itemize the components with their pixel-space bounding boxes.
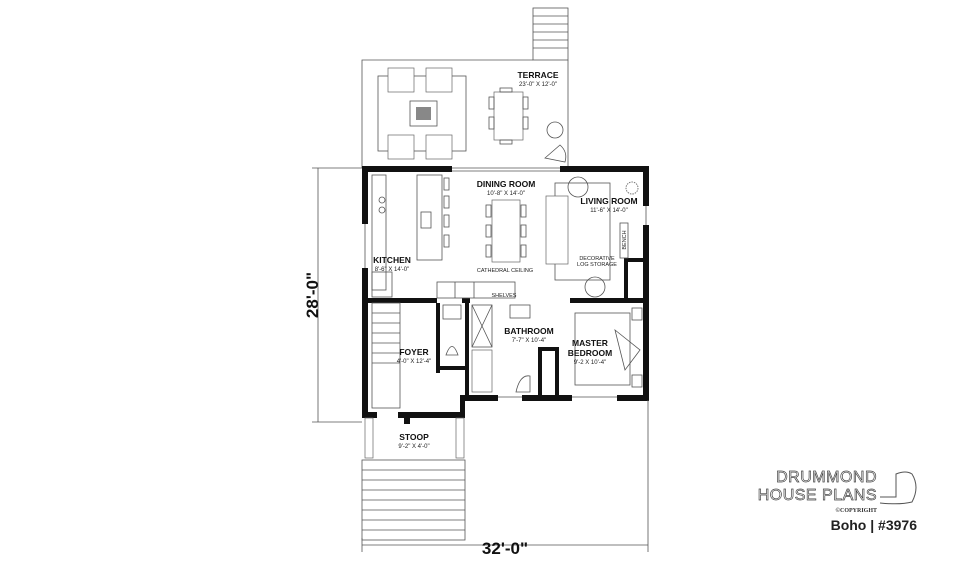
master-bedroom-size: 9'-2 X 10'-4" bbox=[574, 360, 606, 366]
kitchen-label: KITCHEN bbox=[373, 255, 411, 265]
logo-line2: HOUSE PLANS bbox=[758, 487, 877, 504]
dining-room-label: DINING ROOM bbox=[477, 179, 536, 189]
stoop-size: 9'-2" X 4'-0" bbox=[398, 444, 429, 450]
drummond-logo: DRUMMOND HOUSE PLANS ©COPYRIGHT Boho | #… bbox=[757, 469, 918, 533]
living-room-label: LIVING ROOM bbox=[580, 196, 637, 206]
exterior-walls bbox=[362, 166, 649, 418]
rear-stairs bbox=[532, 7, 569, 61]
dining-room-size: 10'-8" X 14'-0" bbox=[487, 191, 525, 197]
interior-walls bbox=[362, 258, 649, 424]
foyer-label: FOYER bbox=[399, 347, 428, 357]
furniture bbox=[371, 174, 639, 299]
terrace-size: 23'-0" X 12'-0" bbox=[519, 82, 557, 88]
bathroom-label: BATHROOM bbox=[504, 326, 553, 336]
bench-note: BENCH bbox=[622, 230, 628, 249]
dimension-lines bbox=[312, 167, 649, 552]
overall-width-dimension: 32'-0" bbox=[482, 539, 528, 558]
kitchen-size: 8'-6" X 14'-0" bbox=[375, 267, 410, 273]
copyright-text: ©COPYRIGHT bbox=[836, 507, 877, 514]
log-storage-note-line1: DECORATIVE bbox=[579, 256, 615, 262]
master-bedroom-label-line1: MASTER bbox=[572, 338, 608, 348]
plan-name: Boho | #3976 bbox=[831, 517, 918, 533]
windows bbox=[364, 167, 647, 398]
log-storage-note-line2: LOG STORAGE bbox=[577, 262, 617, 268]
terrace-area bbox=[361, 59, 569, 168]
foyer-size: 4'-0" X 12'-4" bbox=[397, 359, 432, 365]
logo-line1: DRUMMOND bbox=[776, 469, 877, 486]
stoop-label: STOOP bbox=[399, 432, 429, 442]
overall-depth-dimension: 28'-0" bbox=[303, 272, 322, 318]
living-room-size: 11'-6" X 14'-0" bbox=[590, 208, 627, 214]
terrace-label: TERRACE bbox=[517, 70, 558, 80]
front-stairs bbox=[361, 459, 466, 541]
cathedral-ceiling-note: CATHEDRAL CEILING bbox=[477, 268, 533, 274]
shelves-note: SHELVES bbox=[492, 293, 517, 299]
fixtures bbox=[364, 302, 643, 459]
bathroom-size: 7'-7" X 10'-4" bbox=[512, 338, 547, 344]
master-bedroom-label-line2: BEDROOM bbox=[568, 348, 612, 358]
